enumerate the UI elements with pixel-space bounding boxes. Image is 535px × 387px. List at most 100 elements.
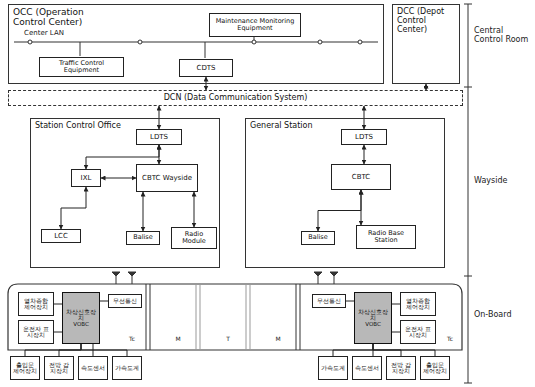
bus-label: Center LAN — [14, 29, 74, 37]
box-label: 속도센서 — [81, 365, 105, 371]
box-label: LDTS — [150, 133, 168, 141]
lan-bus — [14, 41, 378, 42]
car-label: M — [168, 336, 188, 343]
zone-tick — [464, 87, 472, 88]
equipment-box: CBTC — [331, 164, 391, 190]
equipment-box: 무선통신 — [312, 294, 346, 308]
equipment-box: CDTS — [179, 59, 233, 77]
box-label: 전방 감지장치 — [47, 362, 71, 375]
connector — [143, 192, 144, 231]
zone-label: Central Control Room — [474, 26, 532, 44]
lan-stub — [80, 42, 81, 56]
box-label: Radio Module — [174, 231, 214, 246]
lan-tap — [318, 40, 322, 44]
equipment-box: 열차종합 제어장치 — [18, 292, 54, 316]
car-divider — [246, 284, 247, 350]
connector — [318, 190, 361, 231]
equipment-box: 출입문 제어장치 — [10, 356, 40, 380]
equipment-box: 전방 감지장치 — [386, 356, 416, 380]
connector — [100, 301, 108, 302]
box-label: Balise — [308, 234, 327, 241]
zone-label: Wayside — [474, 176, 532, 185]
box-label: 속도센서 — [355, 365, 379, 371]
equipment-box: 무선통신 — [108, 294, 142, 308]
car-divider — [146, 284, 147, 350]
equipment-box: 차상신호장치VOBC — [62, 292, 100, 344]
group-box: OCC (Operation Control Center) Maintenanc… — [8, 4, 384, 84]
box-label: 열차종합 제어장치 — [403, 298, 433, 311]
car-divider — [200, 284, 201, 350]
zone-tick — [464, 276, 472, 277]
group-heading: OCC (Operation Control Center) — [13, 7, 108, 28]
connector — [333, 344, 373, 356]
group-heading: DCC (Depot Control Center) — [397, 7, 455, 35]
equipment-box: 차상신호장치VOBC — [354, 292, 392, 344]
group-heading: General Station — [250, 121, 345, 130]
equipment-box: Balise — [301, 231, 335, 245]
antenna — [128, 272, 136, 276]
lan-tap — [28, 40, 32, 44]
train-outline — [8, 284, 462, 350]
box-label: CBTC Wayside — [142, 174, 192, 182]
box-label: CDTS — [197, 64, 216, 72]
zone-tick — [464, 4, 472, 5]
equipment-box: CBTC Wayside — [136, 164, 198, 192]
lan-tap — [138, 40, 142, 44]
box-label: 운전자 표시장치 — [21, 326, 51, 339]
group-box: General StationLDTS CBTC Balise Radio Base … — [245, 118, 445, 268]
equipment-box: Maintenance Monitoring Equipment — [209, 13, 301, 37]
car-divider — [150, 284, 151, 350]
zone-tick — [464, 383, 472, 384]
connector — [54, 304, 62, 305]
connector — [54, 332, 62, 333]
box-label: 무선통신 — [113, 298, 137, 304]
box-label: 전방 감지장치 — [389, 362, 413, 375]
equipment-box: Traffic Control Equipment — [39, 57, 124, 77]
box-label: VOBC — [365, 321, 381, 327]
box-label: 차상신호장치 — [65, 309, 97, 322]
box-label: 가속도계 — [115, 365, 139, 371]
equipment-box: 출입문 제어장치 — [420, 356, 450, 380]
connector — [346, 301, 354, 302]
equipment-box: LCC — [41, 229, 81, 243]
equipment-box: LDTS — [341, 129, 387, 145]
box-label: LDTS — [355, 133, 373, 141]
connector — [81, 344, 127, 356]
zone-bracket — [468, 4, 469, 383]
box-label: VOBC — [73, 321, 89, 327]
box-label: 출입문 제어장치 — [423, 362, 447, 375]
car-divider — [300, 284, 301, 350]
connector — [392, 332, 400, 333]
lan-stub — [205, 42, 206, 58]
box-label: 무선통신 — [317, 298, 341, 304]
connector — [25, 344, 81, 356]
car-label: Tc — [122, 336, 142, 343]
connector — [61, 187, 86, 229]
equipment-box: Radio Base Station — [356, 225, 416, 249]
lan-tap — [252, 40, 256, 44]
antenna — [112, 272, 120, 276]
equipment-box: 속도센서 — [78, 356, 108, 380]
box-label: 출입문 제어장치 — [13, 362, 37, 375]
equipment-box: 속도센서 — [352, 356, 382, 380]
box-label: CBTC — [352, 173, 370, 181]
equipment-box: 운전자 표시장치 — [18, 320, 54, 344]
connector — [392, 304, 400, 305]
box-label: Maintenance Monitoring Equipment — [212, 18, 298, 33]
connector — [361, 190, 362, 225]
box-label: 열차종합 제어장치 — [21, 298, 51, 311]
box-label: IXL — [81, 174, 92, 182]
connector — [59, 344, 81, 356]
box-label: 운전자 표시장치 — [403, 326, 433, 339]
box-label: 가속도계 — [321, 365, 345, 371]
equipment-box: IXL — [71, 169, 101, 187]
equipment-box: 운전자 표시장치 — [400, 320, 436, 344]
box-label: DCN (Data Communication System) — [161, 93, 311, 102]
car-label: M — [268, 336, 288, 343]
group-heading: Station Control Office — [35, 121, 130, 130]
box-label: LCC — [54, 232, 68, 240]
network-band: DCN (Data Communication System) — [8, 90, 463, 106]
car-label: Tc — [440, 336, 460, 343]
antenna — [314, 272, 322, 276]
group-box: DCC (Depot Control Center) — [392, 4, 460, 84]
